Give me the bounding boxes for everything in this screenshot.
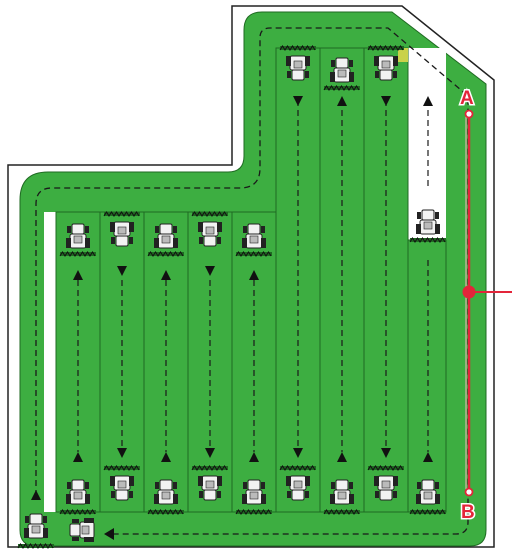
tractor-icon	[70, 518, 94, 542]
tractor-icon	[110, 476, 134, 500]
tractor-icon	[374, 56, 398, 80]
tractor-icon	[286, 56, 310, 80]
tractor-icon	[330, 480, 354, 504]
tractor-icon	[154, 224, 178, 248]
tractor-icon	[110, 222, 134, 246]
tractor-icon	[198, 476, 222, 500]
point-a-label: A	[460, 88, 474, 109]
tractor-icon	[66, 224, 90, 248]
point-b-marker	[466, 489, 473, 496]
tractor-icon	[374, 476, 398, 500]
tractor-icon	[330, 58, 354, 82]
tractor-icon	[242, 480, 266, 504]
tractor-icon	[416, 480, 440, 504]
point-b-label: B	[461, 502, 475, 523]
tractor-icon	[416, 210, 440, 234]
tractor-icon	[154, 480, 178, 504]
tractor-icon	[286, 476, 310, 500]
point-a-marker	[466, 111, 473, 118]
tractor-icon	[198, 222, 222, 246]
tractor-icon	[24, 514, 48, 538]
tractor-icon	[66, 480, 90, 504]
tractor-icon	[242, 224, 266, 248]
